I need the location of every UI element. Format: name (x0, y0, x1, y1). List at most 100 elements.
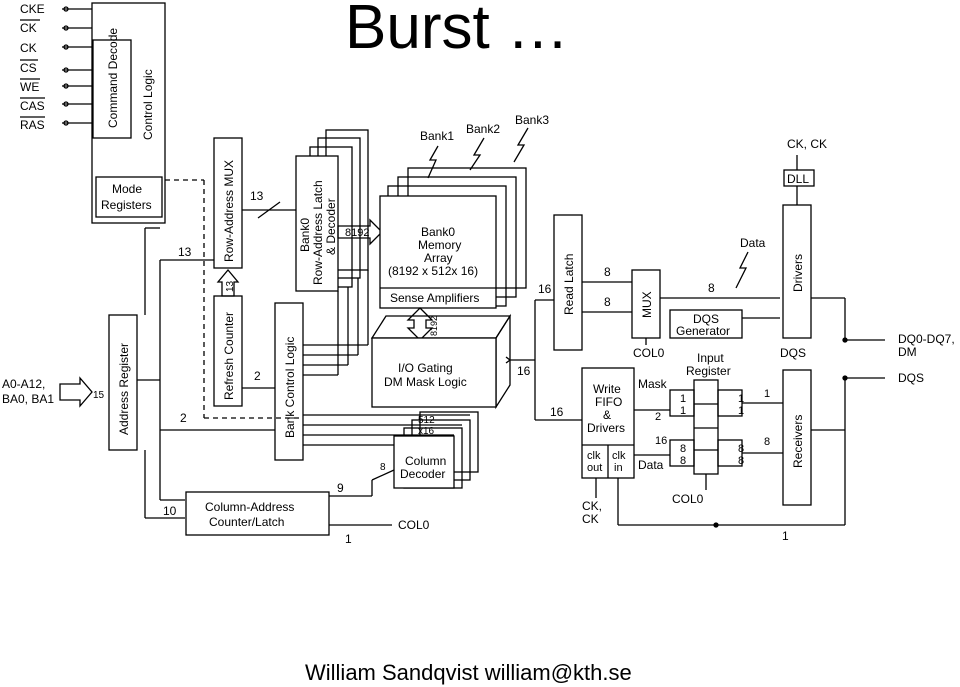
dqs-output-label: DQS (898, 371, 924, 385)
ck-bottom-label-1: CK, (582, 499, 602, 513)
command-decode-block (92, 39, 132, 139)
bus-width-1-b: 1 (782, 529, 789, 543)
io-gating-label-2: DM Mask Logic (384, 375, 467, 389)
input-register-label-2: Register (686, 364, 731, 378)
dqs-generator-block (669, 309, 743, 339)
bus-width-8-a: 8 (380, 462, 386, 473)
command-inputs: CKE CK CK CS WE CAS RAS (20, 2, 92, 132)
bus-width-10: 10 (163, 504, 177, 518)
column-counter-label-2: Counter/Latch (209, 515, 284, 529)
bus-width-x16: x16 (418, 426, 435, 437)
mux-label: MUX (640, 291, 654, 318)
ir-width-1-b: 1 (680, 405, 686, 417)
mode-registers-block (95, 176, 163, 218)
ir-width-8-d: 8 (738, 455, 744, 467)
dqs-gen-label-2: Generator (676, 324, 730, 338)
clk-out-label-1: clk (587, 450, 601, 462)
control-logic-block (91, 2, 166, 224)
column-decoder-label-1: Column (405, 454, 446, 468)
column-decoder-stack (393, 411, 479, 489)
bus-width-1-a: 1 (345, 532, 352, 546)
bus-width-16-c: 16 (550, 405, 564, 419)
ir-width-1-a: 1 (680, 393, 686, 405)
signal-cke: CKE (20, 2, 45, 16)
write-fifo-label-3: & (603, 408, 611, 422)
ir-width-1-d: 1 (738, 405, 744, 417)
memory-bank-stack (379, 167, 527, 309)
column-decoder-label-2: Decoder (400, 467, 445, 481)
bus-width-512: 512 (418, 415, 435, 426)
dqs-gen-label-1: DQS (693, 312, 719, 326)
col0-mux-label: COL0 (633, 346, 665, 360)
input-register-block (693, 379, 719, 475)
clk-out-label-2: out (587, 462, 602, 474)
signal-ck: CK (20, 41, 37, 55)
memory-array-label-2: Memory (418, 238, 461, 252)
footer-credit: William Sandqvist william@kth.se (305, 660, 632, 685)
bus-width-16-d: 16 (655, 435, 667, 447)
column-counter-label-1: Column-Address (205, 500, 294, 514)
row-latch-label-3: & Decoder (324, 198, 338, 255)
mode-registers-label-2: Registers (101, 198, 152, 212)
bus-width-13-b: 13 (250, 189, 264, 203)
signal-cs: CS (20, 61, 37, 75)
bank2-label: Bank2 (466, 122, 500, 136)
io-gating-label-1: I/O Gating (398, 361, 453, 375)
ck-bottom-label-2: CK (582, 512, 599, 526)
mode-registers-label-1: Mode (112, 182, 142, 196)
sense-amplifiers-label: Sense Amplifiers (390, 291, 479, 305)
ir-width-8-a: 8 (680, 443, 686, 455)
bank-control-logic-label: Bank Control Logic (283, 337, 297, 438)
row-latch-label-1: Bank0 (298, 218, 312, 252)
col0-bottom-label: COL0 (398, 518, 430, 532)
ir-width-2: 2 (655, 411, 661, 423)
drivers-block (782, 204, 812, 339)
ir-width-1-c: 1 (738, 393, 744, 405)
bank-control-logic-block (274, 302, 304, 461)
data-label: Data (740, 236, 766, 250)
dll-label: DLL (787, 172, 809, 186)
bank1-label: Bank1 (420, 129, 454, 143)
bus-width-13-c: 13 (225, 280, 236, 292)
ir-width-8-b: 8 (680, 455, 686, 467)
read-latch-label: Read Latch (562, 254, 576, 315)
write-fifo-label-1: Write (593, 382, 621, 396)
control-logic-label: Control Logic (141, 69, 155, 140)
command-decode-label: Command Decode (106, 28, 120, 128)
ck-pair-top-label: CK, CK (787, 137, 827, 151)
row-address-mux-label: Row-Address MUX (222, 160, 236, 262)
receivers-label: Receivers (791, 415, 805, 468)
row-latch-label-2: Row-Address Latch (311, 180, 325, 285)
drivers-label: Drivers (791, 254, 805, 292)
address-register-label: Address Register (117, 343, 131, 435)
bus-width-2-b: 2 (180, 411, 187, 425)
memory-array-label-3: Array (424, 251, 453, 265)
input-register-label-1: Input (697, 351, 724, 365)
bus-width-16-a: 16 (538, 282, 552, 296)
clk-in-label-2: in (614, 462, 623, 474)
ir-width-8-c: 8 (738, 443, 744, 455)
refresh-counter-label: Refresh Counter (222, 312, 236, 400)
bus-width-2-a: 2 (254, 369, 261, 383)
data-label-2: Data (638, 458, 664, 472)
signal-we: WE (20, 80, 39, 94)
dll-block (783, 169, 815, 187)
memory-array-label-4: (8192 x 512x 16) (388, 264, 478, 278)
row-address-mux-block (213, 137, 243, 269)
signal-ras: RAS (20, 118, 45, 132)
address-register-block (108, 314, 138, 451)
bus-width-8192: 8192 (345, 227, 369, 239)
signal-ck-bar: CK (20, 21, 37, 35)
clk-in-label-1: clk (612, 450, 626, 462)
bus-width-8-b: 8 (604, 265, 611, 279)
bus-width-16-b: 16 (517, 364, 531, 378)
col0-input-label: COL0 (672, 492, 704, 506)
bank-control-output-lines (303, 270, 470, 446)
address-input-label-1: A0-A12, (2, 377, 45, 391)
column-address-counter-block (185, 491, 330, 536)
dq-output-label-2: DM (898, 345, 917, 359)
slide-title: Burst … (345, 0, 569, 62)
io-gating-block (370, 313, 512, 410)
receivers-block (782, 369, 812, 506)
